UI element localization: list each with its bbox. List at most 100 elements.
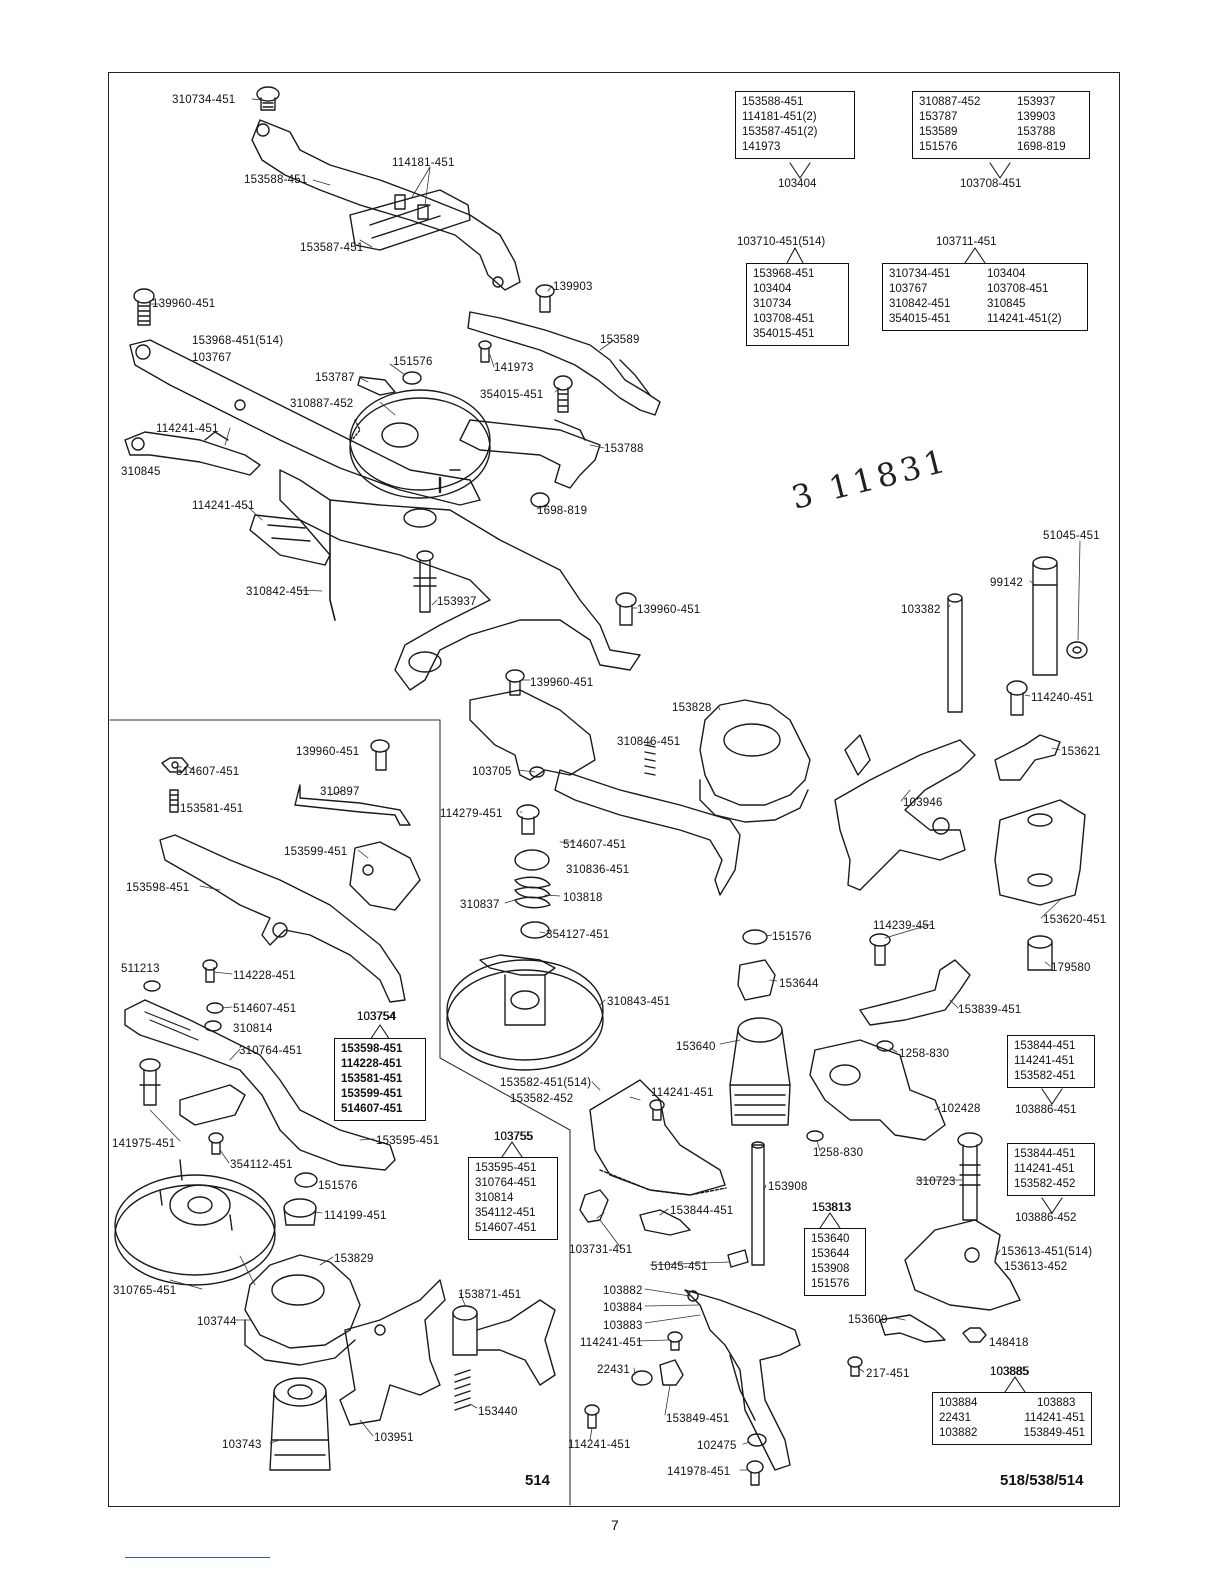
- kit-item: 310734: [753, 298, 792, 310]
- kit-item: 354112-451: [475, 1207, 536, 1219]
- page-number: 7: [611, 1517, 619, 1533]
- kit-item: 153787: [919, 111, 958, 123]
- screw-153581: [169, 789, 179, 813]
- kit-103710-451-title: 103710-451(514): [737, 236, 826, 248]
- screw-114240: [1006, 680, 1028, 716]
- kit-item: 153908: [811, 1263, 850, 1275]
- kit-item: 139903: [1017, 111, 1056, 123]
- spring-153440: [454, 1369, 471, 1411]
- post-141975: [139, 1058, 161, 1106]
- part-label: 179580: [1051, 962, 1091, 974]
- kit-item: 153587-451(2): [742, 126, 818, 138]
- part-label: 99142: [990, 577, 1023, 589]
- kit-row: 153598-451: [341, 1042, 419, 1057]
- part-label: 114181-451: [392, 157, 455, 169]
- plate-114241-slot: [249, 514, 331, 566]
- kit-row: 153787 139903: [919, 110, 1083, 125]
- kit-row: 514607-451: [475, 1221, 551, 1236]
- kit-item: 114241-451: [1014, 1055, 1075, 1067]
- washer-22431: [631, 1370, 653, 1386]
- part-label: 153908: [768, 1181, 808, 1193]
- part-label: 148418: [989, 1337, 1029, 1349]
- kit-item: 153582-452: [1014, 1178, 1076, 1190]
- part-label: 151576: [393, 356, 433, 368]
- part-label: 354112-451: [230, 1159, 293, 1171]
- part-label: 114239-451: [873, 920, 936, 932]
- lever-310897: [294, 784, 411, 826]
- part-label: 103951: [374, 1432, 414, 1444]
- screw-139960-left: [133, 288, 155, 326]
- collar-310836: [514, 849, 550, 871]
- part-label: 514607-451: [176, 766, 240, 778]
- part-label: 103382: [901, 604, 941, 616]
- part-label: 511213: [121, 963, 160, 975]
- kit-item: 153581-451: [341, 1073, 403, 1085]
- part-153849: [659, 1359, 684, 1386]
- kit-item: 103883: [1037, 1397, 1076, 1409]
- part-label: 139960-451: [296, 746, 360, 758]
- clip-51045: [1066, 641, 1088, 659]
- kit-item: 310734-451: [889, 268, 951, 280]
- part-label: 1258-830: [899, 1048, 950, 1060]
- part-label: 153829: [334, 1253, 374, 1265]
- part-label: 114241-451: [651, 1087, 714, 1099]
- part-label: 153813: [812, 1202, 852, 1214]
- spring-310837: [514, 876, 551, 909]
- part-label: 22431: [597, 1364, 630, 1376]
- kit-item: 103767: [889, 283, 928, 295]
- kit-item: 153599-451: [341, 1088, 403, 1100]
- part-label: 153968-451(514): [192, 335, 284, 347]
- bracket-103951: [339, 1279, 446, 1426]
- part-label: 153620-451: [1043, 914, 1107, 926]
- kit-103754-title: 103754: [357, 1011, 396, 1023]
- screw-310734: [256, 86, 280, 111]
- part-label: 153582-452: [510, 1093, 574, 1105]
- kit-row: 114241-451: [1014, 1162, 1088, 1177]
- screw-139960-mid: [615, 592, 637, 626]
- part-label: 153613-451(514): [1001, 1246, 1093, 1258]
- part-label: 139960-451: [530, 677, 594, 689]
- bracket-153620: [994, 799, 1086, 906]
- kit-item: 103404: [987, 268, 1026, 280]
- knob-153828: [699, 699, 811, 823]
- part-label: 354015-451: [480, 389, 544, 401]
- part-label: 153839-451: [958, 1004, 1022, 1016]
- kit-row: 153587-451(2): [742, 125, 848, 140]
- part-label: 103818: [563, 892, 603, 904]
- part-label: 153621: [1061, 746, 1101, 758]
- part-label: 153849-451: [666, 1413, 730, 1425]
- part-label: 103882: [603, 1285, 643, 1297]
- part-label: 153937: [437, 596, 477, 608]
- kit-item: 153644: [811, 1248, 850, 1260]
- screw-139903: [535, 284, 555, 313]
- kit-item: 103708-451: [987, 283, 1049, 295]
- part-label: 310765-451: [113, 1285, 177, 1297]
- kit-item: 114228-451: [341, 1058, 402, 1070]
- screw-354015: [553, 375, 573, 413]
- part-label: 153588-451: [244, 174, 308, 186]
- washer-310814: [204, 1020, 222, 1032]
- part-label: 151576: [318, 1180, 358, 1192]
- page-frame: [108, 72, 1120, 1507]
- bushing-103743: [269, 1377, 331, 1471]
- part-label: 153598-451: [126, 882, 190, 894]
- kit-103885-title: 103885: [990, 1366, 1029, 1378]
- part-label: 114199-451: [324, 1210, 387, 1222]
- part-label: 153828: [672, 702, 712, 714]
- part-label: 153644: [779, 978, 819, 990]
- kit-item: 22431: [939, 1412, 971, 1424]
- part-label: 310845: [121, 466, 161, 478]
- lever-153598: [159, 834, 406, 1003]
- shaft-103382: [947, 593, 963, 713]
- kit-row: 103708-451: [753, 312, 842, 327]
- bushing-114199: [283, 1198, 317, 1226]
- kit-row: 310764-451: [475, 1176, 551, 1191]
- part-label: 153589: [600, 334, 640, 346]
- part-label: 153788: [604, 443, 644, 455]
